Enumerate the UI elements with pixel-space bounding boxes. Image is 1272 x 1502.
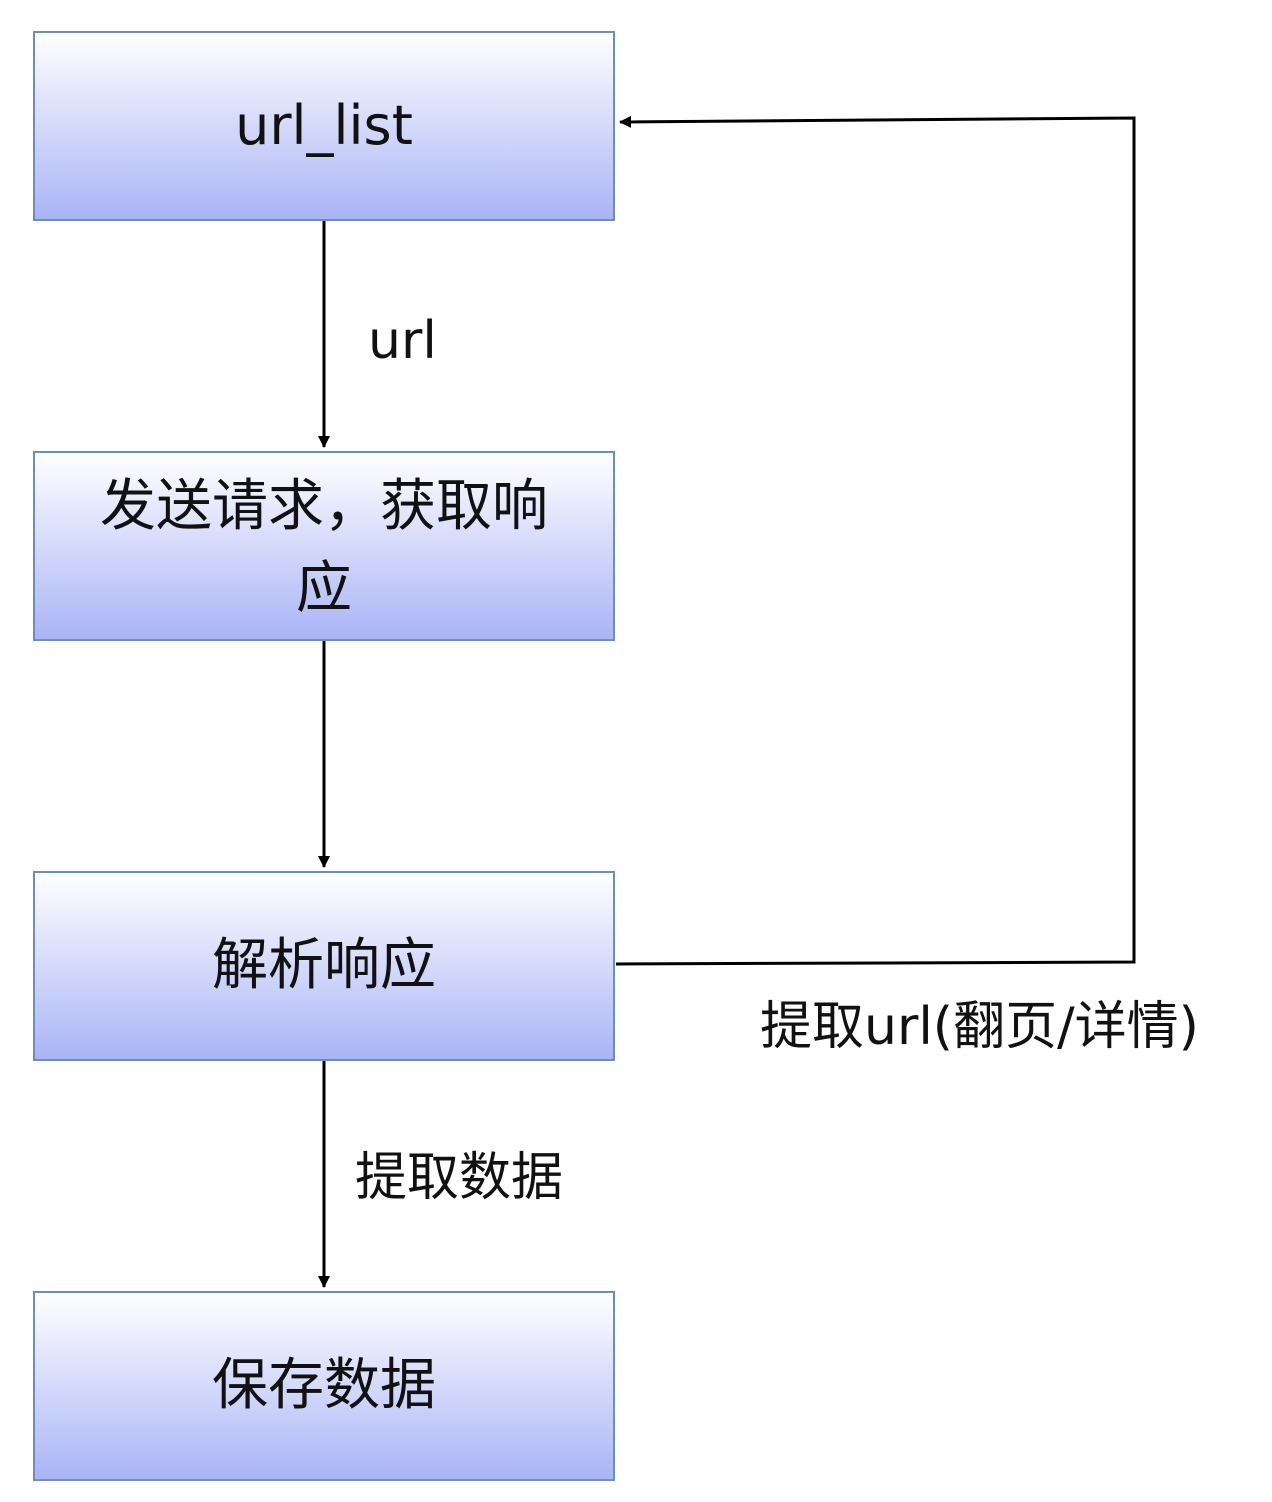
node-parse-response: 解析响应 (33, 871, 615, 1061)
edge-label-url: url (368, 311, 437, 371)
node-url-list-label: url_list (235, 94, 413, 157)
edge-label-extract-url: 提取url(翻页/详情) (760, 997, 1199, 1057)
node-parse-response-label: 解析响应 (212, 933, 436, 998)
node-save-data-label: 保存数据 (212, 1353, 436, 1418)
node-url-list: url_list (33, 31, 615, 221)
edge-parse-to-list (615, 115, 1136, 966)
node-send-request-label: 发送请求，获取响应 (100, 474, 548, 621)
node-send-request: 发送请求，获取响应 (33, 451, 615, 641)
node-save-data: 保存数据 (33, 1291, 615, 1481)
edge-label-extract-data: 提取数据 (355, 1148, 564, 1208)
